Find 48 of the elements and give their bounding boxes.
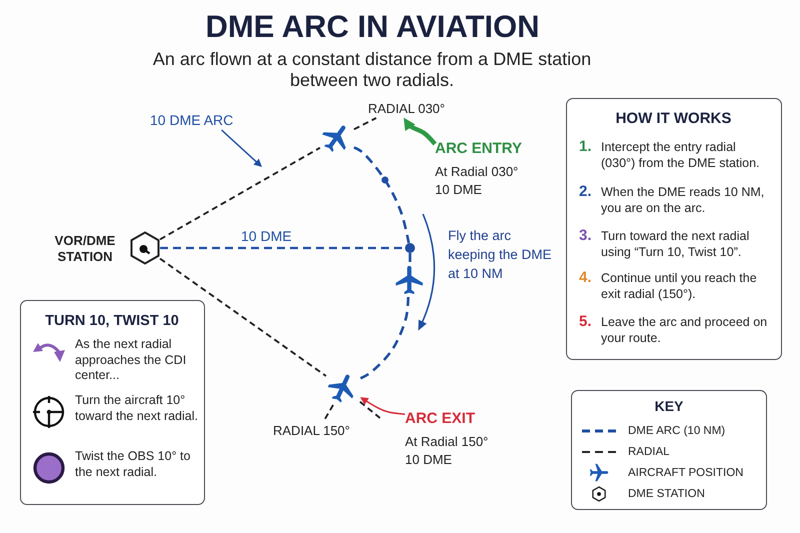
steps-panel — [566, 98, 782, 360]
step-text: When the DME reads 10 NM, you are on the arc. — [601, 184, 766, 216]
legend-title: KEY — [654, 397, 684, 416]
step-text: Continue until you reach the exit radial (150°). — [601, 270, 758, 302]
legend-text: AIRCRAFT POSITION — [628, 466, 744, 481]
callout-text: 10 DME — [435, 181, 483, 199]
callout-heading: ARC EXIT — [405, 409, 476, 429]
arc-path — [354, 146, 410, 244]
arc-point-dot — [405, 243, 415, 253]
step-number: 5. — [579, 313, 592, 331]
panel-heading: TURN 10, TWIST 10 — [44, 312, 180, 331]
arrow — [404, 118, 437, 146]
panel-text: As the next radial approaches the CDI center... — [75, 337, 188, 384]
arrow — [360, 397, 406, 415]
panel-text: Twist the OBS 10° to the next radial. — [75, 449, 192, 480]
step-text: Turn toward the next radial using “Turn 10, Twist 10”. — [601, 228, 750, 260]
note-text: Fly the arc keeping the DME at 10 NM — [448, 227, 553, 283]
step-number: 2. — [579, 183, 592, 201]
callout-text: At Radial 030° — [435, 163, 520, 181]
step-number: 3. — [579, 227, 592, 245]
callout-label: 10 DME ARC — [150, 110, 246, 130]
arc-path — [408, 253, 412, 263]
radial-line — [159, 258, 327, 377]
radial-label: RADIAL 030° — [368, 100, 458, 118]
distance-line — [160, 246, 405, 250]
leader-arrow — [221, 129, 262, 167]
subtitle: An arc flown at a constant distance from a DME station between two radials. — [152, 49, 592, 91]
legend-text: RADIAL — [628, 445, 670, 460]
station-symbol — [130, 231, 160, 265]
radial-line — [354, 117, 377, 130]
callout-text: 10 DME — [405, 451, 453, 469]
step-text: Leave the arc and proceed on your route. — [601, 314, 768, 346]
step-number: 4. — [579, 269, 592, 287]
station-label: VOR/DME STATION — [54, 233, 116, 266]
callout-text: At Radial 150° — [405, 433, 490, 451]
arc-path — [359, 296, 410, 380]
panel-heading: HOW IT WORKS — [614, 109, 732, 129]
step-number: 1. — [579, 138, 592, 156]
radial-line — [160, 146, 320, 240]
panel-text: Turn the aircraft 10° toward the next radial. — [75, 393, 199, 424]
legend-text: DME STATION — [628, 487, 705, 502]
title: DME ARC IN AVIATION — [204, 8, 541, 46]
radial-line — [359, 401, 381, 419]
step-text: Intercept the entry radial (030°) from the DME station. — [601, 139, 761, 171]
info-panel — [20, 300, 205, 505]
legend-text: DME ARC (10 NM) — [628, 424, 726, 439]
callout-heading: ARC ENTRY — [435, 139, 523, 159]
radial-label: RADIAL 150° — [273, 422, 363, 440]
